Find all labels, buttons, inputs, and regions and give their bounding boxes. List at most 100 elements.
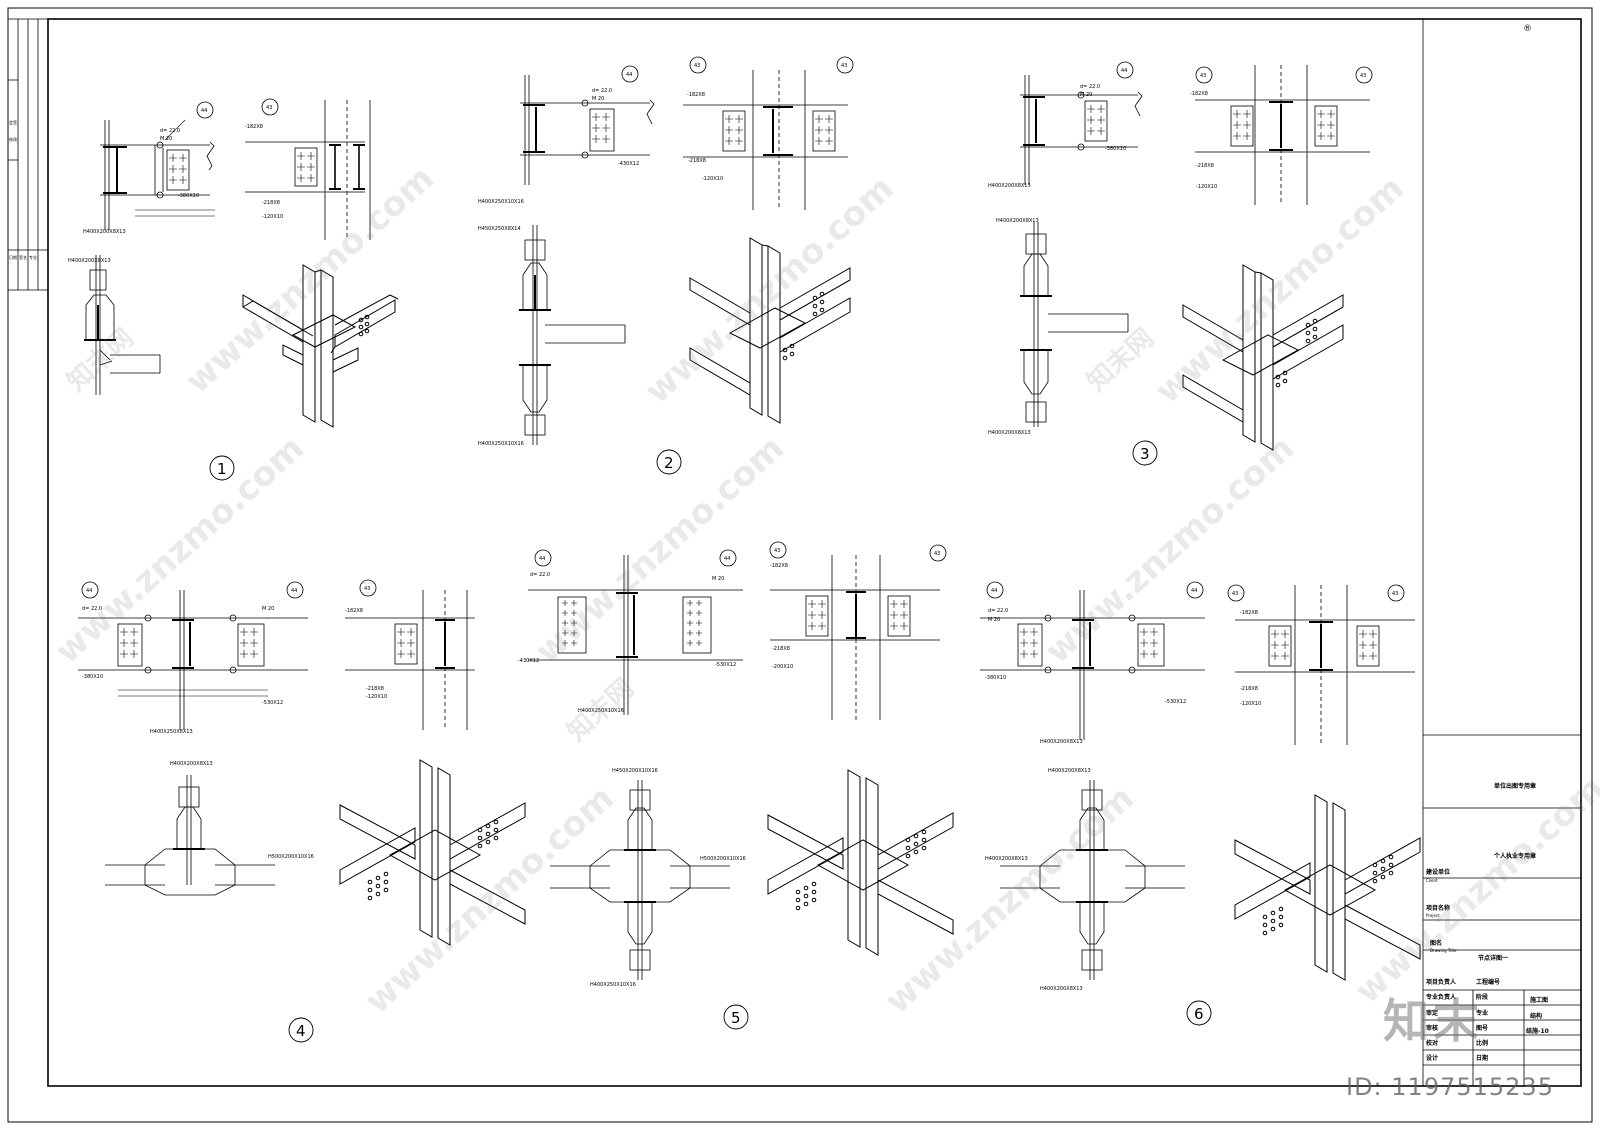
svg-text:H400X200X8X13: H400X200X8X13: [988, 183, 1031, 189]
svg-text:H400X200X8X13: H400X200X8X13: [68, 258, 111, 264]
detail-6-plan-a: [980, 590, 1205, 740]
tb-row2-mid: 专业: [1476, 1010, 1489, 1017]
detail-5: 44 44 d= 22.0 M 20 -430X12 -530X12 H400X…: [518, 541, 954, 1030]
svg-text:-530X12: -530X12: [262, 700, 283, 706]
svg-text:43: 43: [266, 105, 272, 111]
svg-text:5: 5: [731, 1009, 741, 1027]
unit-seal-label: 单位出图专用章: [1494, 783, 1537, 790]
detail-3-tag-43a: 43: [1195, 66, 1213, 84]
detail-4-plan-b: [345, 590, 475, 730]
svg-text:-430X12: -430X12: [518, 658, 539, 664]
svg-text:M 20: M 20: [160, 136, 172, 142]
detail-2-plan-b: [683, 70, 848, 210]
detail-3-plan-a: [1020, 75, 1143, 185]
registered-mark: ®: [1523, 24, 1532, 34]
detail-5-tag-43b: 43: [929, 544, 947, 562]
detail-3-tag-43b: 43: [1355, 66, 1373, 84]
svg-text:-380X10: -380X10: [82, 674, 103, 680]
detail-6-tag-43b: 43: [1387, 584, 1405, 602]
svg-text:-120X10: -120X10: [366, 694, 387, 700]
svg-text:H400X250X10X16: H400X250X10X16: [590, 982, 636, 988]
svg-text:H400X200X8X13: H400X200X8X13: [170, 761, 213, 767]
svg-text:H400X200X8X13: H400X200X8X13: [988, 430, 1031, 436]
svg-text:-218X8: -218X8: [262, 200, 280, 206]
svg-text:43: 43: [1200, 73, 1206, 79]
svg-text:-120X10: -120X10: [702, 176, 723, 182]
detail-6-tag-43a: 43: [1227, 584, 1245, 602]
detail-6-elevation: [1000, 780, 1185, 980]
detail-4-number: 4: [288, 1017, 314, 1043]
svg-text:-530X12: -530X12: [1165, 699, 1186, 705]
detail-3-number: 3: [1132, 440, 1158, 466]
detail-5-tag-44b: 44: [719, 549, 737, 567]
detail-4: 44 44 d= 22.0 M 20 -380X10 -530X12 H400X…: [78, 579, 526, 1043]
personal-seal-label: 个人执业专用章: [1494, 853, 1537, 860]
svg-text:-218X8: -218X8: [366, 686, 384, 692]
svg-text:-120X10: -120X10: [262, 214, 283, 220]
svg-text:44: 44: [724, 556, 730, 562]
strip-label-1: 修改: [9, 137, 17, 142]
svg-text:H400X200X8X13: H400X200X8X13: [83, 229, 126, 235]
detail-2-plan-a: [520, 75, 655, 185]
detail-5-plan-a: [528, 555, 743, 715]
svg-text:M 20: M 20: [592, 96, 604, 102]
detail-2-elevation: [519, 225, 626, 445]
strip-label-4: 专业: [29, 255, 37, 260]
svg-text:H400X250X10X16: H400X250X10X16: [478, 199, 524, 205]
tb-row3-mid: 图号: [1476, 1025, 1489, 1032]
svg-text:d= 22.0: d= 22.0: [988, 608, 1008, 614]
project-label: 项目名称: [1426, 905, 1451, 912]
detail-1-tag-43: 43: [261, 98, 279, 116]
svg-text:H400X200X8X13: H400X200X8X13: [1048, 768, 1091, 774]
tb-row4-left: 校对: [1426, 1040, 1439, 1047]
detail-5-iso: [767, 769, 954, 956]
detail-3: 44 d= 22.0 M 20 -380X10 H400X200X8X13 43…: [988, 61, 1373, 466]
svg-text:M 20: M 20: [988, 617, 1000, 623]
svg-text:d= 22.0: d= 22.0: [530, 572, 550, 578]
svg-text:43: 43: [934, 551, 940, 557]
detail-2: 44 d= 22.0 M 20 -430X12 H400X250X10X16 4…: [478, 56, 854, 475]
svg-text:H500X200X10X16: H500X200X10X16: [268, 854, 314, 860]
svg-text:44: 44: [201, 108, 207, 114]
svg-text:44: 44: [1191, 588, 1197, 594]
svg-text:1: 1: [217, 460, 227, 478]
tb-row1-left: 专业负责人: [1426, 994, 1457, 1001]
svg-text:H400X250X8X13: H400X250X8X13: [150, 729, 193, 735]
svg-text:-120X10: -120X10: [1196, 184, 1217, 190]
tb-row1-mid: 阶段: [1476, 994, 1489, 1001]
svg-text:44: 44: [1121, 68, 1127, 74]
svg-text:-380X10: -380X10: [985, 675, 1006, 681]
detail-5-number: 5: [723, 1004, 749, 1030]
detail-4-tag-44b: 44: [286, 581, 304, 599]
svg-text:H400X250X10X16: H400X250X10X16: [478, 441, 524, 447]
svg-text:-182X8: -182X8: [245, 124, 263, 130]
svg-text:M 20: M 20: [712, 576, 724, 582]
svg-text:H450X250X8X14: H450X250X8X14: [478, 226, 521, 232]
title-block-lines: [1422, 19, 1581, 1086]
svg-text:4: 4: [296, 1022, 306, 1040]
svg-text:-120X10: -120X10: [1240, 701, 1261, 707]
svg-text:M 20: M 20: [262, 606, 274, 612]
svg-text:44: 44: [86, 588, 92, 594]
image-id: ID: 1197515235: [1346, 1073, 1554, 1101]
strip-label-0: 会签: [9, 120, 17, 125]
detail-4-tag-43: 43: [359, 579, 377, 597]
detail-1-number: 1: [209, 455, 235, 481]
tb-row2-left: 审定: [1426, 1010, 1439, 1017]
drawing-title-label: 图名: [1430, 940, 1443, 947]
client-label-en: Client: [1426, 878, 1438, 883]
detail-5-tag-44a: 44: [534, 549, 552, 567]
svg-text:43: 43: [774, 548, 780, 554]
client-label: 建设单位: [1426, 869, 1451, 876]
svg-text:d= 22.0: d= 22.0: [592, 88, 612, 94]
svg-text:H400X200X8X13: H400X200X8X13: [985, 856, 1028, 862]
tb-row2-val: 结构: [1530, 1013, 1543, 1020]
tb-row5-mid: 日期: [1476, 1055, 1489, 1062]
detail-3-plan-b: [1195, 65, 1370, 205]
svg-text:44: 44: [626, 72, 632, 78]
left-signature-strip: [8, 18, 48, 291]
detail-2-tag-43b: 43: [836, 56, 854, 74]
detail-5-plan-b: [770, 555, 940, 720]
tb-row3-val: 结施-10: [1526, 1028, 1549, 1035]
brand-logo: 知末: [1383, 994, 1483, 1048]
